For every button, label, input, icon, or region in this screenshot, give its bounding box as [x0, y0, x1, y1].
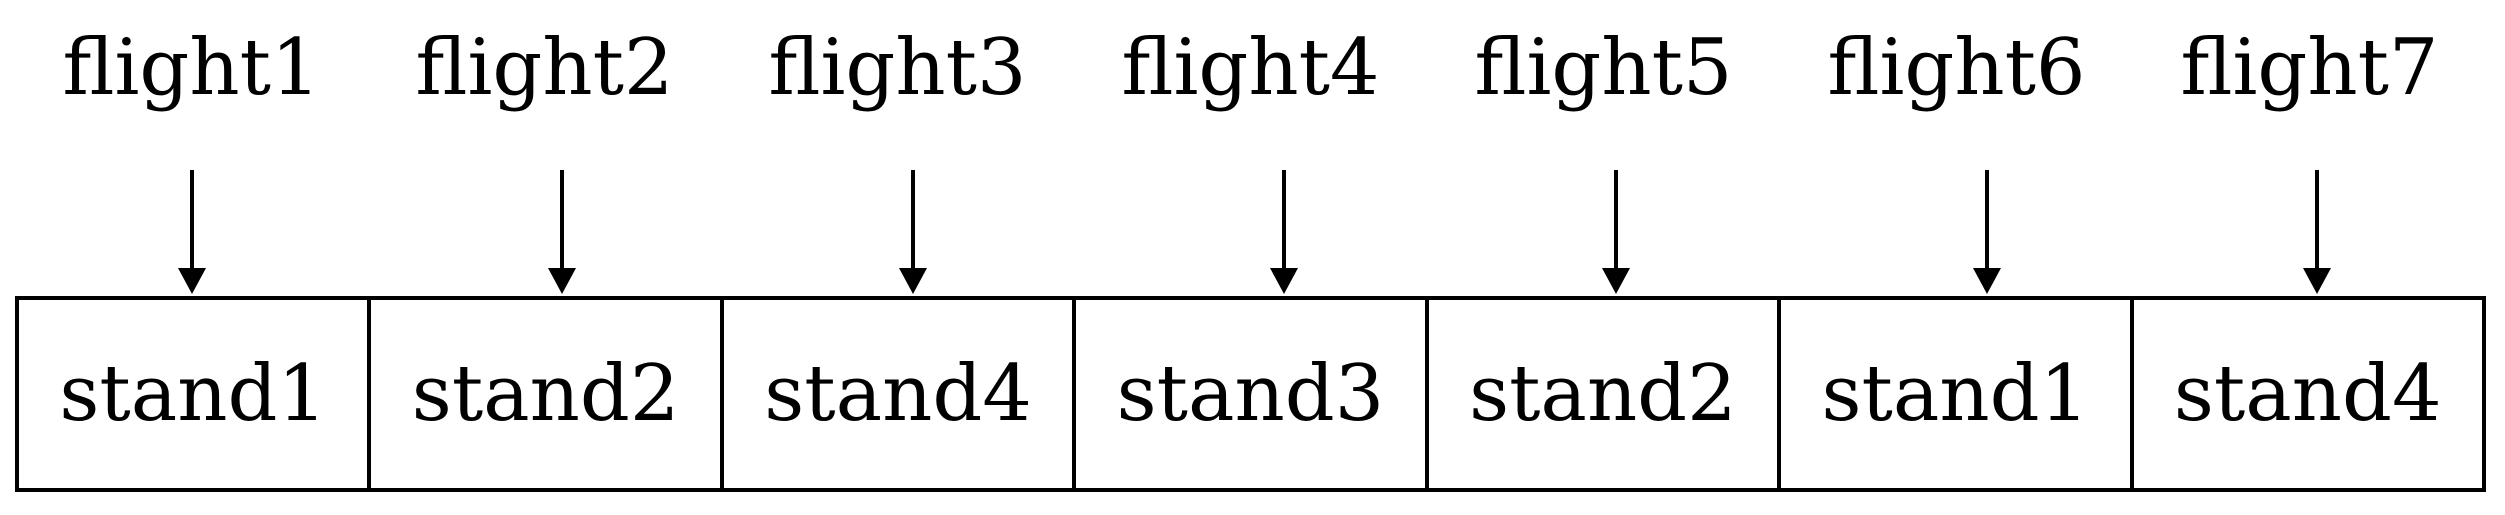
flight-label-5: flight5 — [1474, 23, 1733, 113]
down-arrow-icon — [178, 170, 206, 294]
down-arrow-icon — [1270, 170, 1298, 294]
stand-cell-5: stand2 — [1429, 300, 1782, 488]
flight-label-6: flight6 — [1827, 23, 2086, 113]
flight-label-1: flight1 — [62, 23, 321, 113]
stand-cell-4: stand3 — [1076, 300, 1429, 488]
stand-cell-7: stand4 — [2173, 349, 2442, 439]
stand-cell-6: stand1 — [1781, 300, 2134, 488]
stand-cell-3: stand4 — [724, 300, 1077, 488]
flight-label-2: flight2 — [415, 23, 674, 113]
stand-cell-1: stand1 — [19, 300, 372, 488]
flight-label-3: flight3 — [768, 23, 1027, 113]
flight-label-4: flight4 — [1121, 23, 1380, 113]
down-arrow-icon — [1602, 170, 1630, 294]
down-arrow-icon — [899, 170, 927, 294]
down-arrow-icon — [1973, 170, 2001, 294]
stand-row: stand1 stand2 stand4 stand3 stand2 stand… — [15, 296, 2486, 492]
down-arrow-icon — [2303, 170, 2331, 294]
down-arrow-icon — [548, 170, 576, 294]
stand-cell-2: stand2 — [371, 300, 724, 488]
flight-label-7: flight7 — [2180, 23, 2439, 113]
